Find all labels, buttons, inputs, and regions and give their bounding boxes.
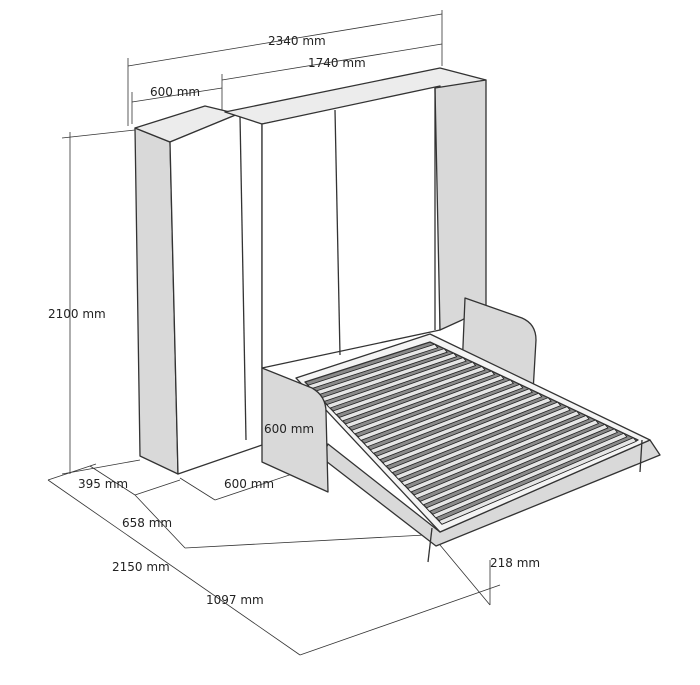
dim-total-width: 2340 mm: [268, 34, 326, 48]
bed-slat: [394, 406, 571, 480]
bed-slat: [351, 374, 505, 435]
dim-height: 2100 mm: [48, 307, 106, 321]
dim-bed-unit-width: 1740 mm: [308, 56, 366, 70]
bed-slat: [400, 410, 581, 487]
dim-unit-depth: 658 mm: [122, 516, 172, 530]
bed-slat: [438, 437, 637, 525]
bed-slat: [332, 361, 477, 416]
bed-slat: [413, 419, 600, 499]
dim-cabinet-width: 600 mm: [150, 85, 200, 99]
dim-side-panel-height: 600 mm: [264, 422, 314, 436]
dim-bed-extension: 1097 mm: [206, 593, 264, 607]
bed-slat: [425, 428, 619, 512]
bed-slat: [344, 370, 496, 428]
bed-slat: [431, 432, 628, 519]
left-side-panel: [261, 367, 329, 493]
bed-slat: [363, 383, 524, 448]
bed-slat: [326, 357, 467, 409]
bed-slat: [388, 401, 562, 474]
bed-slat: [357, 379, 515, 441]
bed-frame: [295, 333, 661, 563]
bed-slat: [369, 388, 533, 454]
dim-total-depth: 2150 mm: [112, 560, 170, 574]
dim-cabinet-depth: 395 mm: [78, 477, 128, 491]
bed-slat: [375, 392, 543, 461]
bed-slat: [407, 415, 590, 493]
dim-side-panel-depth: 600 mm: [224, 477, 274, 491]
bed-slat: [419, 423, 609, 506]
dim-bed-frame-height: 218 mm: [490, 556, 540, 570]
bed-cabinet: [224, 67, 487, 369]
bed-slat: [338, 366, 486, 422]
bed-slat: [382, 397, 552, 467]
side-cabinet: [134, 105, 263, 475]
